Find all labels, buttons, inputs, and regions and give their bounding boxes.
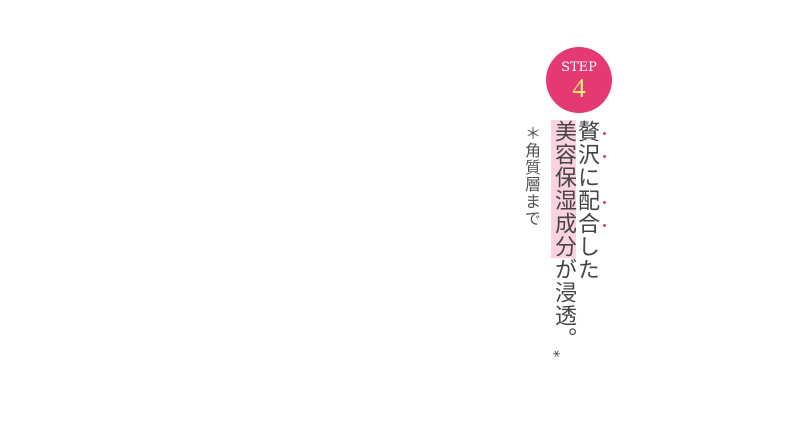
highlighted-ingredients: 美容保湿成分 xyxy=(551,120,576,258)
emphasis-char: 合 xyxy=(574,212,599,235)
emphasis-char: 沢 xyxy=(574,143,599,166)
emphasis-char: 配 xyxy=(574,189,599,212)
step-number: 4 xyxy=(572,73,586,103)
footnote-text: ＊角質層まで xyxy=(522,125,541,227)
step-label: STEP xyxy=(561,60,597,75)
footnote-marker: * xyxy=(545,350,563,359)
headline-line-2: 美容保湿成分が浸透。* xyxy=(545,120,576,359)
headline-rest: が浸透。 xyxy=(551,258,576,350)
headline-char: に xyxy=(574,166,599,189)
headline-text: した xyxy=(574,235,599,281)
emphasis-char: 贅 xyxy=(574,120,599,143)
step-badge: STEP 4 xyxy=(546,47,612,113)
headline-line-1: 贅沢に配合した xyxy=(573,120,599,281)
